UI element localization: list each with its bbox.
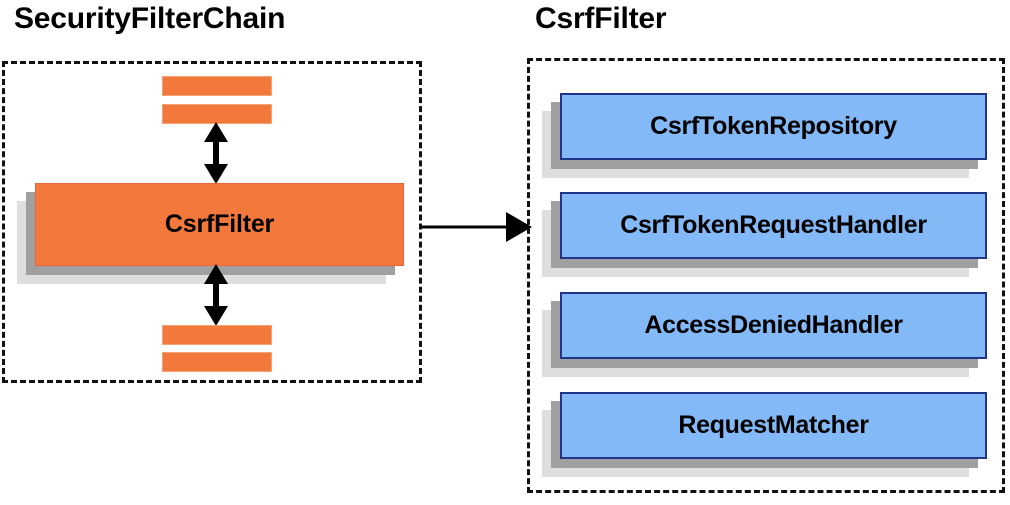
csrffilter-card-label: CsrfFilter — [164, 210, 275, 238]
collaborator-label-requestmatcher: RequestMatcher — [678, 411, 869, 439]
collaborator-card-csrftokenrequesthandler[interactable]: CsrfTokenRequestHandler — [560, 192, 987, 259]
collaborator-label-csrftokenrepository: CsrfTokenRepository — [650, 112, 897, 140]
connector-chain-up-arrow — [204, 122, 228, 184]
collaborator-card-csrftokenrepository[interactable]: CsrfTokenRepository — [560, 93, 987, 160]
filter-bar-below-2 — [162, 352, 272, 372]
collaborator-card-requestmatcher[interactable]: RequestMatcher — [560, 392, 987, 459]
csrffilter-container — [527, 58, 1005, 493]
filter-bar-below-1 — [162, 325, 272, 345]
securityfilterchain-container — [2, 61, 422, 383]
panel-title-csrffilter: CsrfFilter — [535, 2, 667, 35]
connector-chain-down-arrow — [204, 264, 228, 326]
csrffilter-card[interactable]: CsrfFilter — [35, 183, 404, 266]
collaborator-card-accessdeniedhandler[interactable]: AccessDeniedHandler — [560, 292, 987, 359]
collaborator-label-accessdeniedhandler: AccessDeniedHandler — [644, 311, 903, 339]
connector-expand-arrow — [422, 212, 532, 242]
filter-bar-above-1 — [162, 76, 272, 96]
filter-bar-above-2 — [162, 104, 272, 124]
panel-title-securityfilterchain: SecurityFilterChain — [14, 2, 286, 35]
collaborator-label-csrftokenrequesthandler: CsrfTokenRequestHandler — [620, 211, 927, 239]
